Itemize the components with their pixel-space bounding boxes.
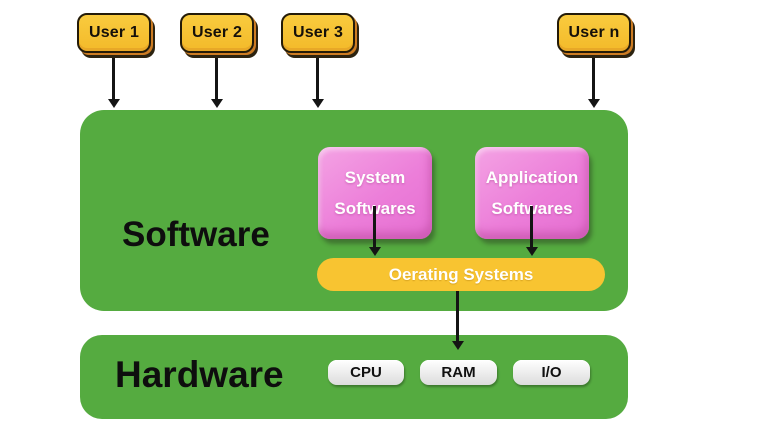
hardware-label: Hardware — [115, 354, 284, 395]
user-3-box: User 3 — [281, 13, 355, 53]
system-softwares-line1: System — [344, 167, 406, 187]
operating-systems-bar: Oerating Systems — [317, 258, 605, 291]
arrow-user-1-to-software — [112, 58, 115, 99]
user-n-box: User n — [557, 13, 631, 53]
software-label: Software — [122, 215, 270, 254]
ram-pill: RAM — [420, 360, 497, 385]
software-layer: Software System Softwares Application So… — [80, 110, 628, 311]
hardware-layer: Hardware CPU RAM I/O — [80, 335, 628, 419]
user-2-box: User 2 — [180, 13, 254, 53]
arrow-user-2-to-software — [215, 58, 218, 99]
application-softwares-line1: Application — [485, 167, 579, 187]
arrow-system-softwares-to-os — [373, 206, 376, 247]
arrow-os-to-hardware — [456, 291, 459, 341]
cpu-pill: CPU — [328, 360, 404, 385]
arrow-user-n-to-software — [592, 58, 595, 99]
user-1-box: User 1 — [77, 13, 151, 53]
arrow-application-softwares-to-os — [530, 206, 533, 247]
io-pill: I/O — [513, 360, 590, 385]
arrow-user-3-to-software — [316, 58, 319, 99]
